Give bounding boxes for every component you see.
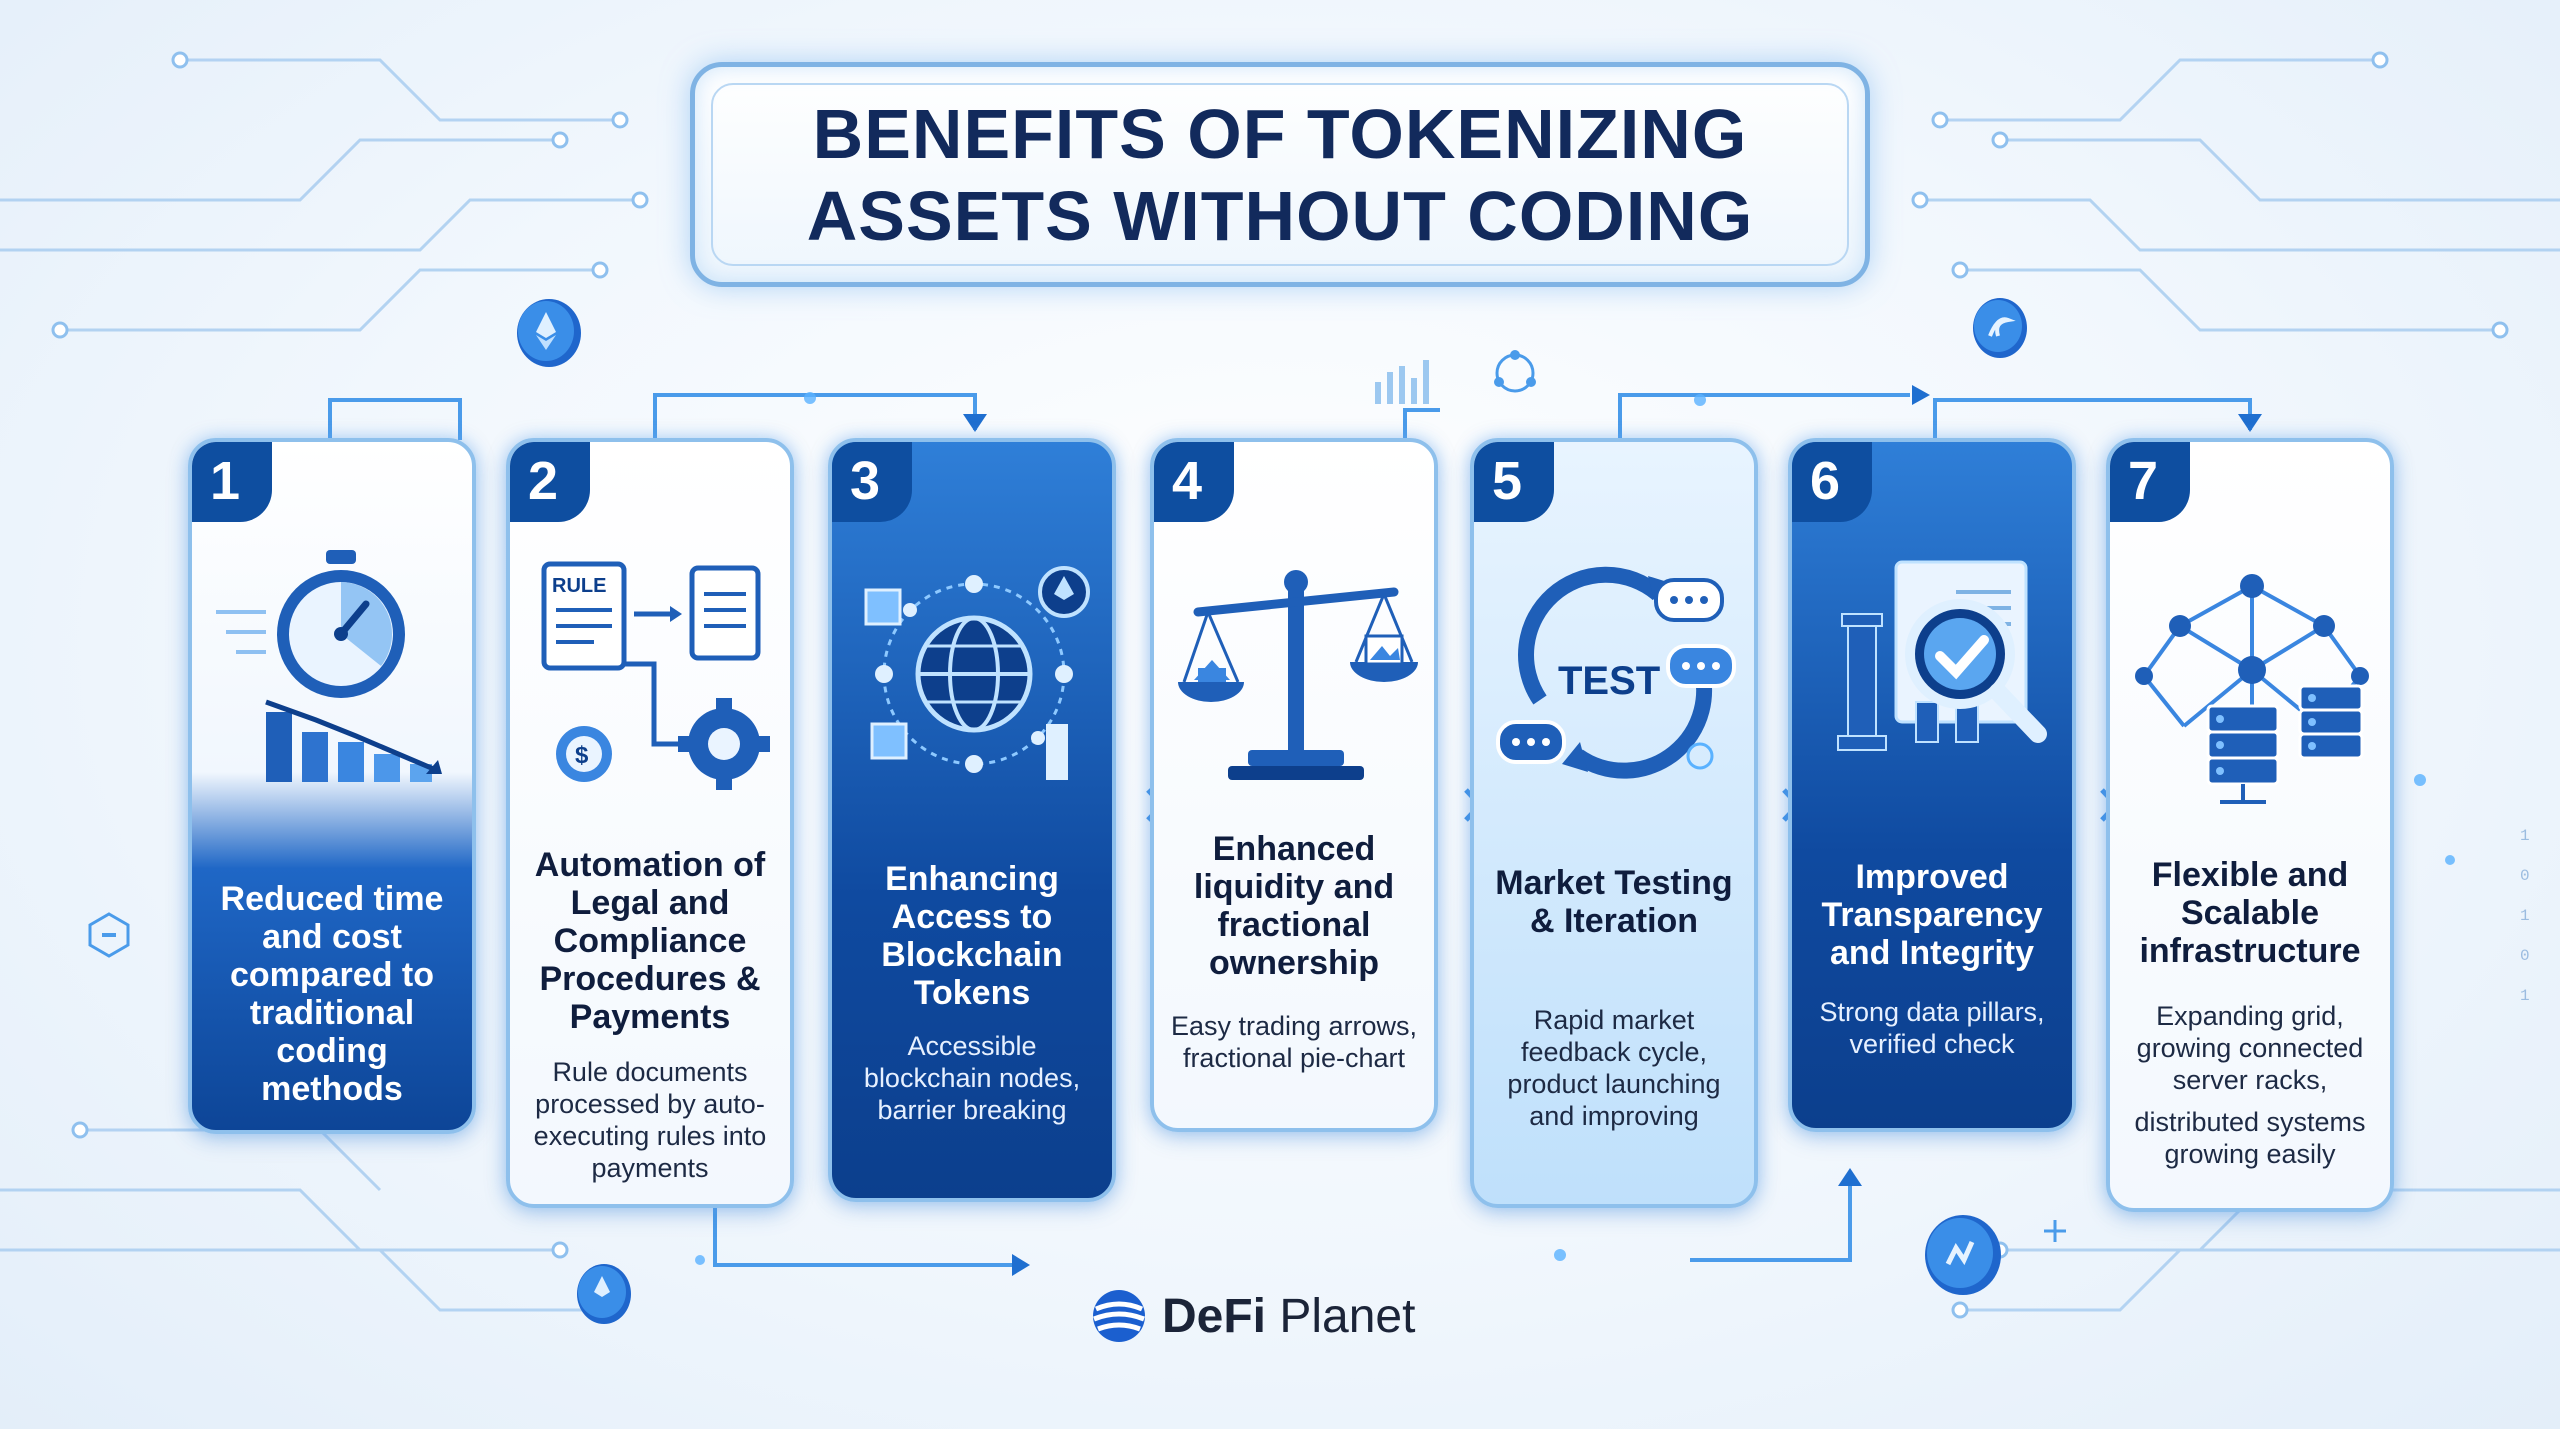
svg-text:0: 0 xyxy=(2520,867,2530,885)
page-title-line-1: BENEFITS OF TOKENIZING xyxy=(812,94,1748,173)
card-title: Reduced time and cost compared to tradit… xyxy=(220,880,444,1108)
card-description: Accessible blockchain nodes, barrier bre… xyxy=(863,1031,1081,1125)
card-description: Strong data pillars, verified check xyxy=(1819,997,2045,1059)
globe-network-icon xyxy=(864,566,1090,780)
benefit-card-3: 3 Enhancing Access to Blockchain Tokens … xyxy=(828,438,1116,1202)
card-number: 7 xyxy=(2128,451,2159,511)
benefit-card-4: 4 Enhanced liquidity and fractional owne… xyxy=(1150,438,1438,1132)
coin-icon xyxy=(517,299,581,367)
card-title: Enhanced liquidity and fractional owners… xyxy=(1193,830,1395,982)
svg-text:1: 1 xyxy=(2520,987,2530,1005)
card-number: 3 xyxy=(850,451,881,511)
page-title-line-2: ASSETS WITHOUT CODING xyxy=(806,176,1754,255)
logo-text-bold: DeFi xyxy=(1162,1289,1267,1343)
card-title: Automation of Legal and Compliance Proce… xyxy=(534,846,766,1036)
card-number: 1 xyxy=(210,451,241,511)
card-title: Flexible and Scalable infrastructure xyxy=(2139,856,2361,970)
network-servers-icon xyxy=(2135,574,2369,804)
link-icon xyxy=(88,912,130,958)
card-title: Market Testing & Iteration xyxy=(1495,864,1733,940)
card-number: 4 xyxy=(1172,451,1203,511)
card-title: Enhancing Access to Blockchain Tokens xyxy=(881,860,1063,1012)
coin-icon xyxy=(577,1264,631,1324)
card-number: 6 xyxy=(1810,451,1841,511)
card-description: Rapid market feedback cycle, product lau… xyxy=(1507,1005,1721,1131)
card-number: 2 xyxy=(528,451,559,511)
benefit-card-2: 2 RULE $ Automation of Legal and Complia… xyxy=(506,438,794,1208)
coin-icon xyxy=(1973,298,2027,358)
rule-documents-gears-icon: RULE $ xyxy=(541,561,770,790)
benefit-card-7: 7 Flexible and Scalable infrastructure E… xyxy=(2106,438,2394,1212)
card-description: Easy trading arrows, fractional pie-char… xyxy=(1170,1011,1418,1073)
title-banner: BENEFITS OF TOKENIZING ASSETS WITHOUT CO… xyxy=(690,62,1870,287)
benefit-card-1: 1 Reduced time and cost compared to trad… xyxy=(188,438,476,1134)
balance-scale-icon xyxy=(1178,570,1418,780)
benefit-card-6: 6 Improved Transparency and Integrity St… xyxy=(1788,438,2076,1132)
svg-text:$: $ xyxy=(575,742,589,769)
card-number: 5 xyxy=(1492,451,1523,511)
card-description: Rule documents processed by auto-executi… xyxy=(533,1057,767,1183)
svg-text:0: 0 xyxy=(2520,947,2530,965)
card-title: Improved Transparency and Integrity xyxy=(1821,858,2043,972)
card-description: Expanding grid, growing connected server… xyxy=(2136,1001,2364,1095)
svg-text:RULE: RULE xyxy=(552,575,606,597)
card-description-2: distributed systems growing easily xyxy=(2134,1107,2366,1169)
defi-planet-logo[interactable]: DeFi Planet xyxy=(1088,1286,1415,1346)
svg-text:1: 1 xyxy=(2520,907,2530,925)
stopwatch-declining-bars-icon xyxy=(216,550,442,782)
svg-text:TEST: TEST xyxy=(1558,659,1660,703)
coin-icon xyxy=(1925,1215,2001,1295)
test-cycle-icon: TEST xyxy=(1496,566,1736,779)
logo-text-regular: Planet xyxy=(1266,1289,1416,1343)
svg-text:1: 1 xyxy=(2520,827,2530,845)
benefit-card-5: 5 TEST Market Testing & Iteration Rapid … xyxy=(1470,438,1758,1208)
planet-logo-icon xyxy=(1093,1290,1145,1342)
network-node-icon xyxy=(1494,350,1536,393)
pillars-magnifier-check-icon xyxy=(1837,560,2047,751)
